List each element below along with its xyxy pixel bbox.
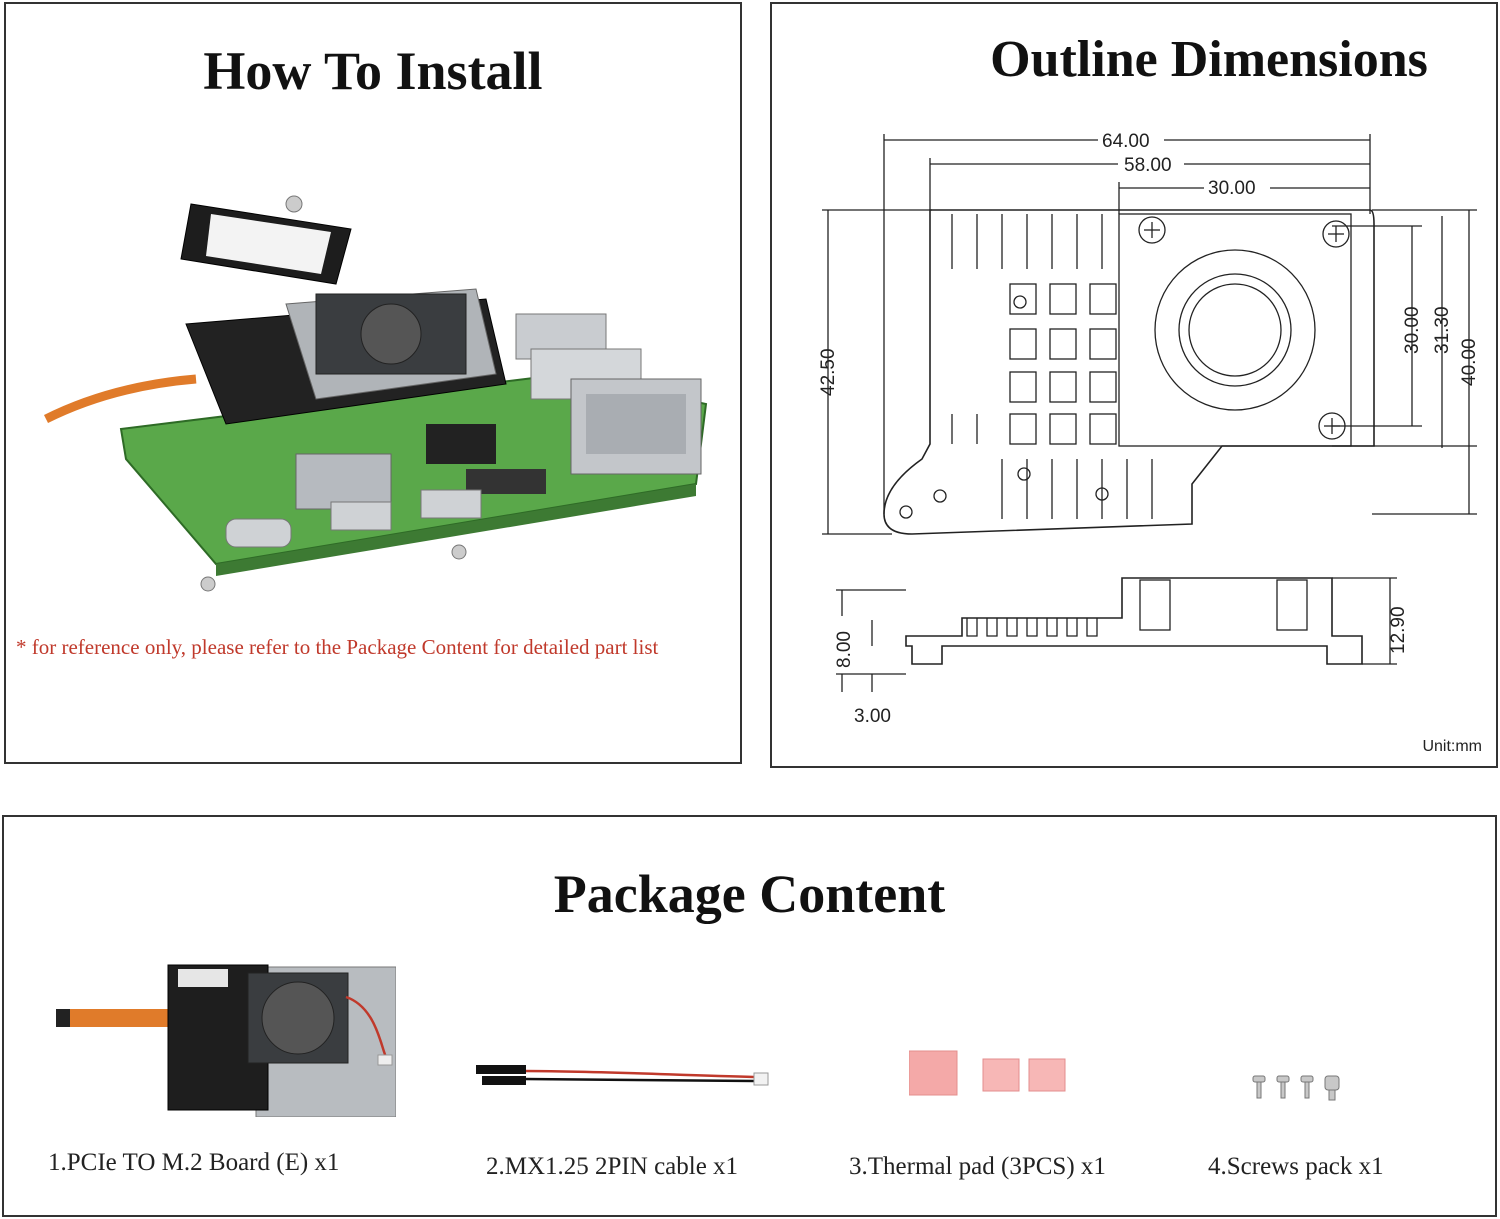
dim-width-total: 64.00 <box>1102 131 1150 152</box>
hdmi-port-1 <box>330 501 392 531</box>
outline-dimensions-panel: Outline Dimensions <box>770 2 1498 768</box>
fan-outline <box>1118 213 1352 447</box>
mx125-cable-image <box>476 1065 769 1086</box>
dim-side-height-total: 12.90 <box>1388 606 1409 654</box>
dim-width-heatsink: 58.00 <box>1124 155 1172 176</box>
thermal-pads-image <box>909 1050 1066 1096</box>
package-item-4-label: 4.Screws pack x1 <box>1208 1153 1384 1180</box>
screw-icon <box>451 544 467 560</box>
package-title: Package Content <box>553 864 946 924</box>
dim-width-fan: 30.00 <box>1208 178 1256 199</box>
thermal-pad-small <box>982 1058 1020 1092</box>
dim-height-total: 40.00 <box>1459 338 1480 386</box>
dim-side-height-base: 8.00 <box>834 631 855 668</box>
dim-height-fan-holes: 30.00 <box>1402 306 1423 354</box>
unit-label: Unit:mm <box>1422 738 1482 755</box>
hdmi-port-2 <box>420 489 482 519</box>
thermal-pad-large <box>909 1050 958 1096</box>
ffc-cable <box>43 374 197 424</box>
dim-height-left: 42.50 <box>818 348 839 396</box>
top-view-drawing: 64.00 58.00 30.00 42.50 30.00 31.30 40.0… <box>818 128 1480 535</box>
install-title: How To Install <box>203 41 543 101</box>
package-item-1-label: 1.PCIe TO M.2 Board (E) x1 <box>48 1149 340 1176</box>
dimensions-title: Outline Dimensions <box>990 31 1428 88</box>
soc-chip <box>295 453 392 510</box>
dim-side-thickness: 3.00 <box>854 706 891 727</box>
side-view-drawing: 8.00 3.00 12.90 <box>834 577 1409 727</box>
usb-c-port <box>225 518 292 548</box>
screw-icon <box>200 576 216 592</box>
install-illustration <box>43 195 708 592</box>
thermal-pad-small <box>1028 1058 1066 1092</box>
pcie-m2-board-image <box>56 964 396 1117</box>
package-content-panel: Package Content 1.PCIe TO M.2 Board (E) … <box>2 815 1497 1217</box>
screws-pack-image <box>1252 1075 1340 1101</box>
screw-icon <box>285 195 303 213</box>
reference-note: * for reference only, please refer to th… <box>16 635 659 659</box>
package-item-2-label: 2.MX1.25 2PIN cable x1 <box>486 1153 739 1180</box>
package-item-3-label: 3.Thermal pad (3PCS) x1 <box>849 1153 1106 1180</box>
how-to-install-panel: How To Install * for reference only <box>4 2 742 764</box>
dim-height-fan: 31.30 <box>1432 306 1453 354</box>
